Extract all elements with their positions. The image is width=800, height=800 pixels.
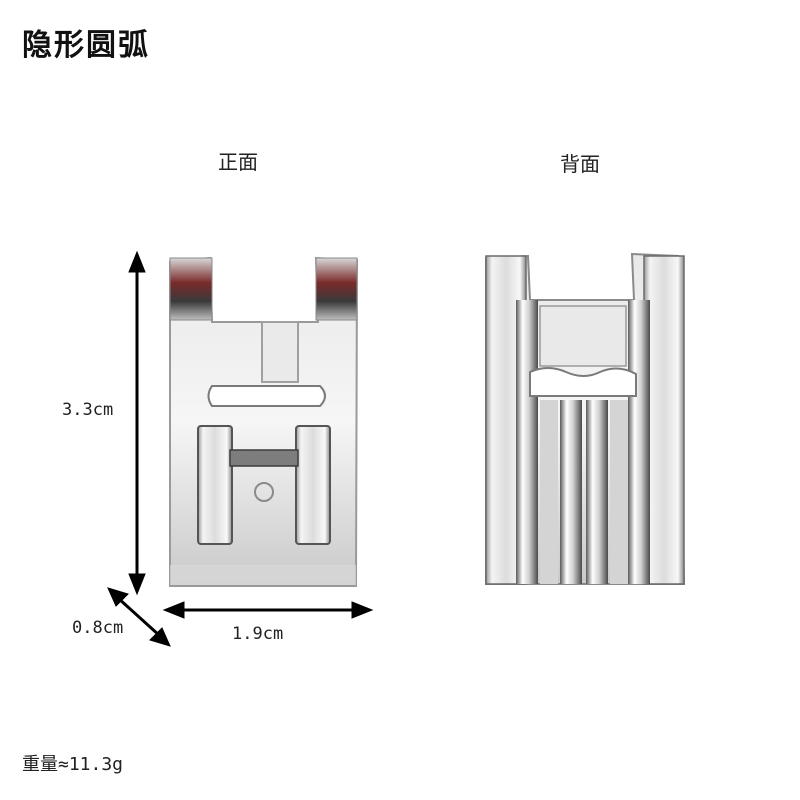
back-view-label: 背面	[560, 152, 600, 176]
product-title: 隐形圆弧	[22, 28, 150, 63]
depth-dimension-arrow	[107, 587, 171, 647]
depth-value: 0.8cm	[72, 618, 124, 638]
weight-info: 重量≈11.3g	[22, 754, 124, 775]
width-value: 1.9cm	[232, 624, 284, 644]
width-dimension-arrow	[162, 601, 374, 619]
front-view-label: 正面	[218, 150, 258, 174]
front-presser-foot	[169, 256, 359, 587]
back-presser-foot	[485, 252, 686, 585]
height-dimension-arrow	[128, 250, 146, 596]
height-value: 3.3cm	[62, 400, 114, 420]
